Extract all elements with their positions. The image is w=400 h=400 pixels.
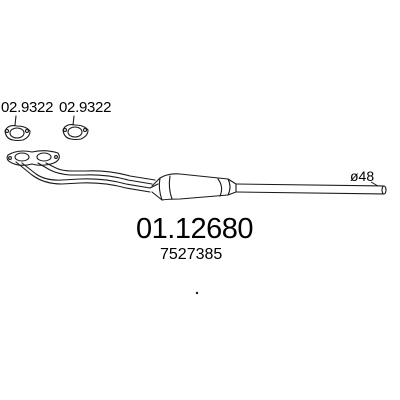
leader-lines [14, 115, 75, 126]
manifold-flange [6, 150, 60, 166]
gasket-left [4, 125, 31, 142]
diameter-leader [370, 181, 379, 187]
reference-dot [195, 291, 199, 295]
gasket-code-right: 02.9322 [59, 99, 112, 116]
gasket-right [62, 124, 89, 141]
oem-number: 7527385 [160, 246, 223, 263]
pipe-diameter-label: ø48 [350, 168, 375, 184]
front-downpipe [15, 161, 159, 193]
tail-pipe [235, 183, 387, 195]
part-number: 01.12680 [136, 213, 253, 245]
gasket-code-left: 02.9322 [1, 99, 54, 116]
converter-body [151, 173, 237, 201]
